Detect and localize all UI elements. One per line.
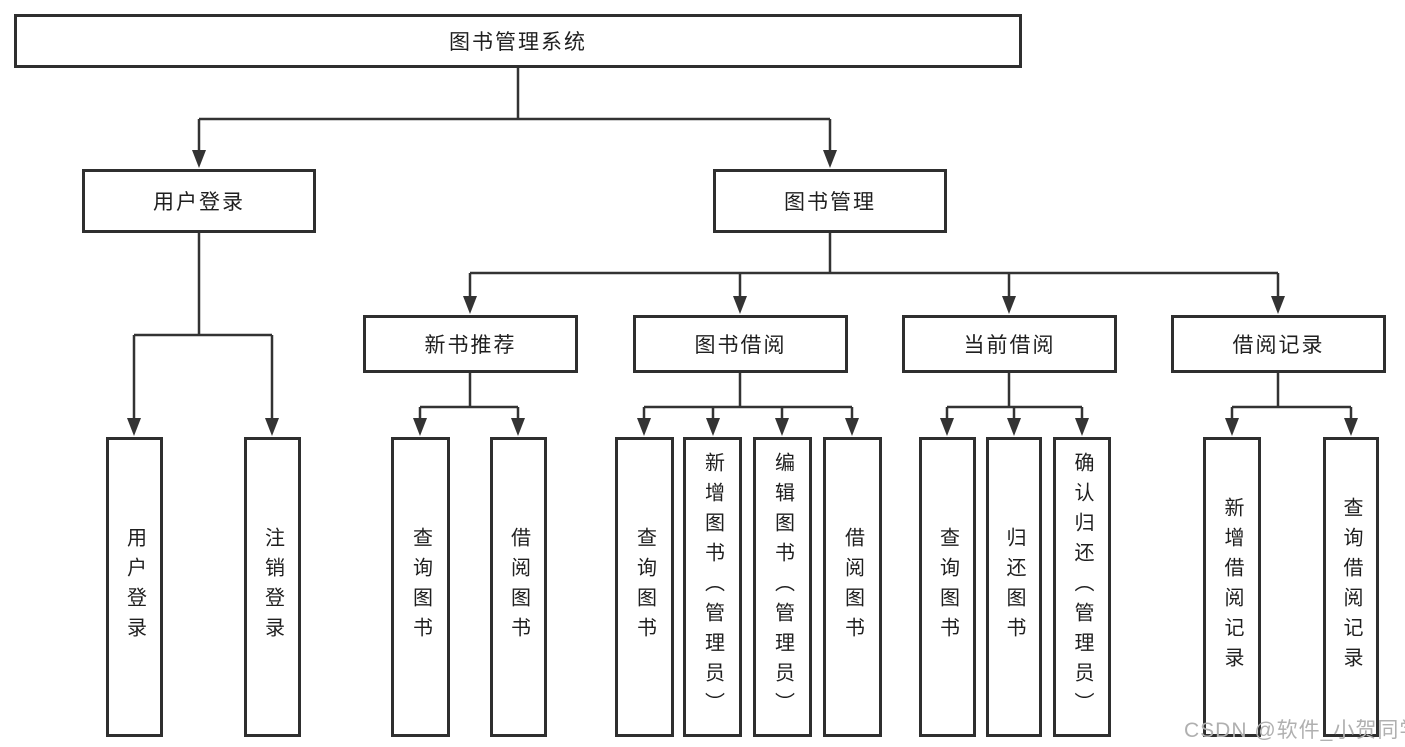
node-label: 查询图书 (409, 527, 432, 647)
arrowhead-icon (127, 418, 141, 436)
leaf-query-books-1: 查询图书 (391, 437, 450, 737)
csdn-watermark: CSDN @软件_小贺同学 (1184, 719, 1405, 742)
node-new-book-recommend: 新书推荐 (363, 315, 578, 373)
arrowhead-icon (463, 296, 477, 314)
leaf-query-books-2: 查询图书 (615, 437, 674, 737)
node-label: 归还图书 (1003, 527, 1025, 647)
node-book-borrowing: 图书借阅 (633, 315, 848, 373)
leaf-confirm-return-admin: 确认归还（管理员） (1053, 437, 1111, 737)
node-label: 注销登录 (261, 527, 284, 647)
node-label: 确认归还（管理员） (1071, 452, 1093, 722)
arrowhead-icon (706, 418, 720, 436)
node-current-borrowing: 当前借阅 (902, 315, 1117, 373)
node-label: 新增借阅记录 (1221, 497, 1243, 677)
arrowhead-icon (265, 418, 279, 436)
node-label: 借阅图书 (507, 527, 530, 647)
arrowhead-icon (1225, 418, 1239, 436)
node-label: 用户登录 (153, 191, 245, 214)
arrowhead-icon (775, 418, 789, 436)
node-label: 新增图书（管理员） (701, 452, 724, 722)
arrowhead-icon (511, 418, 525, 436)
node-label: 当前借阅 (963, 334, 1056, 357)
arrowhead-icon (1344, 418, 1358, 436)
node-label: 编辑图书（管理员） (771, 452, 794, 722)
arrowhead-icon (637, 418, 651, 436)
node-label: 图书借阅 (694, 334, 787, 357)
node-borrowing-records: 借阅记录 (1171, 315, 1386, 373)
node-label: 借阅图书 (841, 527, 864, 647)
arrowhead-icon (1271, 296, 1285, 314)
node-label: 新书推荐 (424, 334, 517, 357)
node-label: 查询借阅记录 (1340, 497, 1362, 677)
node-label: 查询图书 (633, 527, 656, 647)
node-book-management: 图书管理 (713, 169, 947, 233)
arrowhead-icon (845, 418, 859, 436)
arrowhead-icon (940, 418, 954, 436)
arrowhead-icon (192, 150, 206, 168)
leaf-borrow-books-2: 借阅图书 (823, 437, 882, 737)
leaf-add-book-admin: 新增图书（管理员） (683, 437, 742, 737)
leaf-borrow-books-1: 借阅图书 (490, 437, 547, 737)
arrowhead-icon (1075, 418, 1089, 436)
node-system-root: 图书管理系统 (14, 14, 1022, 68)
leaf-edit-book-admin: 编辑图书（管理员） (753, 437, 812, 737)
node-label: 图书管理系统 (449, 31, 587, 54)
connector-segments (132, 68, 1353, 424)
arrowhead-icon (1002, 296, 1016, 314)
node-label: 查询图书 (936, 527, 959, 647)
leaf-return-book: 归还图书 (986, 437, 1042, 737)
leaf-query-borrow-record: 查询借阅记录 (1323, 437, 1379, 737)
node-label: 图书管理 (784, 191, 876, 214)
arrowhead-icons (127, 150, 1358, 436)
arrowhead-icon (413, 418, 427, 436)
node-label: 用户登录 (123, 527, 146, 647)
leaf-user-login: 用户登录 (106, 437, 163, 737)
arrowhead-icon (823, 150, 837, 168)
node-label: 借阅记录 (1232, 334, 1325, 357)
leaf-logout: 注销登录 (244, 437, 301, 737)
arrowhead-icon (733, 296, 747, 314)
node-user-login: 用户登录 (82, 169, 316, 233)
leaf-query-books-3: 查询图书 (919, 437, 976, 737)
arrowhead-icon (1007, 418, 1021, 436)
leaf-add-borrow-record: 新增借阅记录 (1203, 437, 1261, 737)
